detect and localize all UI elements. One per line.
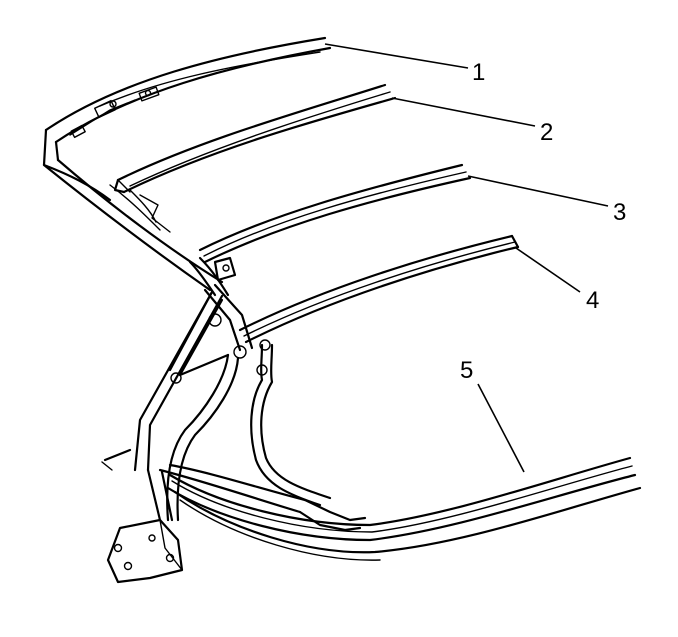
callout-2: 2 — [540, 119, 553, 146]
mounting-bracket — [106, 468, 184, 584]
leader-2 — [391, 97, 536, 127]
bow-5 — [158, 456, 642, 561]
callout-3: 3 — [613, 199, 626, 226]
bow-4 — [238, 234, 520, 344]
linkage-arms — [101, 256, 332, 522]
leader-1 — [324, 43, 469, 69]
leader-5 — [477, 383, 525, 473]
side-rail — [42, 158, 224, 292]
leader-3 — [467, 175, 609, 207]
bow-2 — [113, 83, 397, 233]
bow-1 — [42, 36, 332, 202]
leader-lines — [324, 43, 609, 473]
callout-1: 1 — [472, 59, 485, 86]
callout-4: 4 — [586, 287, 599, 314]
bow-3 — [198, 163, 472, 282]
leader-4 — [515, 247, 581, 293]
callout-5: 5 — [460, 357, 473, 384]
